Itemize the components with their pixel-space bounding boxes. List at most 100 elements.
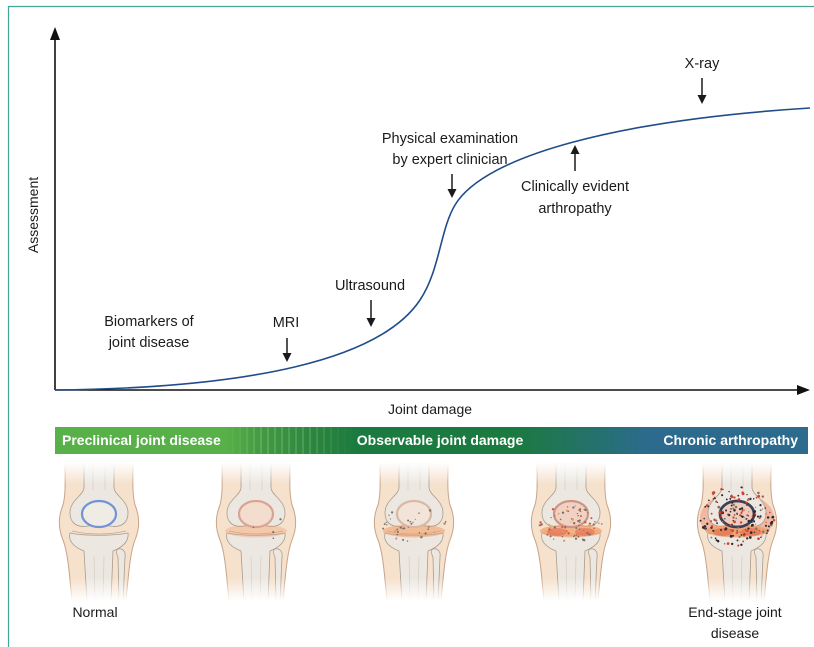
damage-dot bbox=[747, 527, 749, 529]
damage-dot bbox=[415, 519, 416, 520]
damage-dot bbox=[424, 532, 426, 534]
damage-dot bbox=[724, 518, 725, 519]
damage-dot bbox=[741, 515, 743, 517]
damage-dot bbox=[717, 506, 720, 509]
damage-dot bbox=[586, 532, 588, 534]
damage-dot bbox=[386, 524, 387, 525]
damage-dot bbox=[714, 497, 716, 499]
damage-dot bbox=[726, 498, 728, 500]
damage-dot bbox=[740, 521, 742, 523]
damage-dot bbox=[712, 491, 715, 494]
damage-dot bbox=[558, 513, 560, 515]
damage-dot bbox=[760, 509, 762, 511]
damage-dot bbox=[715, 537, 717, 539]
damage-dot bbox=[762, 508, 763, 509]
damage-dot bbox=[272, 531, 274, 533]
damage-dot bbox=[717, 540, 720, 543]
annotation-clinically-evident: Clinically evident arthropathy bbox=[521, 145, 629, 217]
damage-dot bbox=[706, 523, 708, 525]
damage-dot bbox=[769, 512, 771, 514]
damage-dot bbox=[737, 530, 738, 531]
damage-dot bbox=[541, 523, 543, 525]
damage-dot bbox=[553, 538, 554, 539]
damage-dot bbox=[738, 498, 741, 501]
damage-dot bbox=[716, 522, 718, 524]
damage-dot bbox=[575, 538, 577, 540]
erosion-patch bbox=[575, 528, 595, 536]
damage-dot bbox=[713, 498, 715, 500]
damage-dot bbox=[759, 517, 761, 519]
annotation-text: Physical examination bbox=[382, 131, 518, 147]
damage-dot bbox=[746, 518, 748, 520]
damage-dot bbox=[572, 507, 574, 509]
damage-dot bbox=[421, 536, 423, 538]
damage-dot bbox=[741, 507, 743, 509]
damage-dot bbox=[580, 515, 582, 517]
damage-dot bbox=[732, 508, 734, 510]
damage-dot bbox=[748, 520, 751, 523]
damage-dot bbox=[428, 526, 430, 528]
damage-dot bbox=[740, 486, 742, 488]
damage-dot bbox=[562, 512, 564, 514]
annotation-text: joint disease bbox=[108, 335, 190, 351]
annotation-mri: MRI bbox=[273, 315, 300, 362]
damage-dot bbox=[279, 518, 281, 520]
damage-dot bbox=[746, 494, 747, 495]
erosion-patch bbox=[713, 528, 733, 536]
damage-dot bbox=[562, 536, 563, 537]
damage-dot bbox=[564, 526, 566, 528]
plot-area: Assessment Joint damage Biomarkers of jo… bbox=[25, 27, 810, 417]
stage-progression-bar: Preclinical joint disease Observable joi… bbox=[55, 427, 808, 454]
damage-dot bbox=[759, 504, 761, 506]
damage-dot bbox=[567, 506, 568, 507]
damage-dot bbox=[590, 517, 592, 519]
damage-dot bbox=[397, 531, 399, 533]
damage-dot bbox=[715, 519, 717, 521]
damage-dot bbox=[747, 498, 750, 501]
annotation-physical-examination: Physical examination by expert clinician bbox=[382, 131, 518, 198]
damage-dot bbox=[757, 495, 760, 498]
damage-dot bbox=[391, 511, 393, 513]
damage-dot bbox=[579, 508, 581, 510]
damage-dot bbox=[733, 504, 735, 506]
damage-dot bbox=[744, 510, 745, 511]
damage-dot bbox=[704, 528, 706, 530]
damage-dot bbox=[745, 502, 747, 504]
damage-dot bbox=[737, 495, 739, 497]
damage-dot bbox=[745, 529, 746, 530]
damage-dot bbox=[390, 518, 391, 519]
damage-dot bbox=[754, 532, 755, 533]
damage-dot bbox=[593, 531, 595, 533]
y-axis-label: Assessment bbox=[25, 177, 41, 253]
damage-dot bbox=[737, 527, 739, 529]
damage-dot bbox=[727, 542, 730, 545]
damage-dot bbox=[730, 511, 732, 513]
damage-dot bbox=[711, 525, 713, 527]
annotation-text: Clinically evident bbox=[521, 179, 629, 195]
damage-dot bbox=[434, 531, 435, 532]
damage-dot bbox=[554, 526, 556, 528]
damage-dot bbox=[752, 515, 753, 516]
damage-dot bbox=[734, 515, 735, 516]
damage-dot bbox=[394, 530, 396, 532]
damage-dot bbox=[741, 491, 744, 494]
damage-dot bbox=[408, 527, 409, 528]
damage-dot bbox=[760, 537, 762, 539]
damage-dot bbox=[761, 535, 762, 536]
down-arrow-icon bbox=[283, 353, 292, 362]
stage-label-observable: Observable joint damage bbox=[357, 427, 524, 454]
damage-dot bbox=[728, 514, 730, 516]
damage-dot bbox=[724, 529, 726, 531]
damage-dot bbox=[717, 502, 718, 503]
damage-dot bbox=[722, 512, 723, 513]
damage-dot bbox=[719, 516, 720, 517]
damage-dot bbox=[572, 518, 574, 520]
damage-dot bbox=[746, 530, 748, 532]
damage-dot bbox=[409, 521, 411, 523]
damage-dot bbox=[759, 530, 760, 531]
damage-dot bbox=[751, 521, 752, 522]
damage-dot bbox=[744, 517, 745, 518]
knee-label: disease bbox=[711, 625, 759, 641]
damage-dot bbox=[583, 539, 584, 540]
